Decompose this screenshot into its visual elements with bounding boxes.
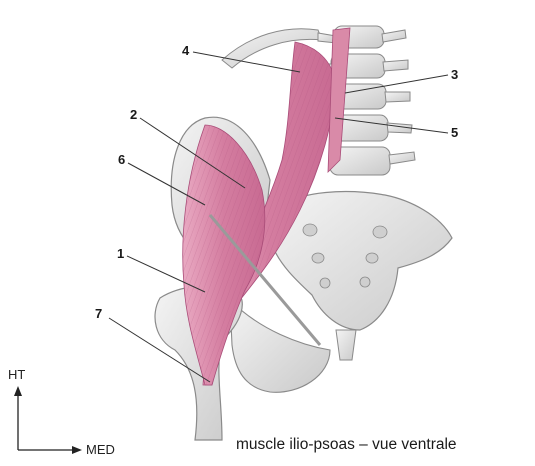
orientation-axes bbox=[14, 386, 82, 454]
label-5: 5 bbox=[451, 126, 458, 139]
pubis-ischium bbox=[230, 300, 330, 392]
orientation-right-label: MED bbox=[86, 443, 115, 456]
orientation-up-label: HT bbox=[8, 368, 25, 381]
label-7: 7 bbox=[95, 307, 102, 320]
coccyx bbox=[336, 330, 356, 360]
figure-caption: muscle ilio-psoas – vue ventrale bbox=[236, 437, 457, 453]
label-2: 2 bbox=[130, 108, 137, 121]
label-3: 3 bbox=[451, 68, 458, 81]
label-6: 6 bbox=[118, 153, 125, 166]
label-4: 4 bbox=[182, 44, 189, 57]
label-1: 1 bbox=[117, 247, 124, 260]
